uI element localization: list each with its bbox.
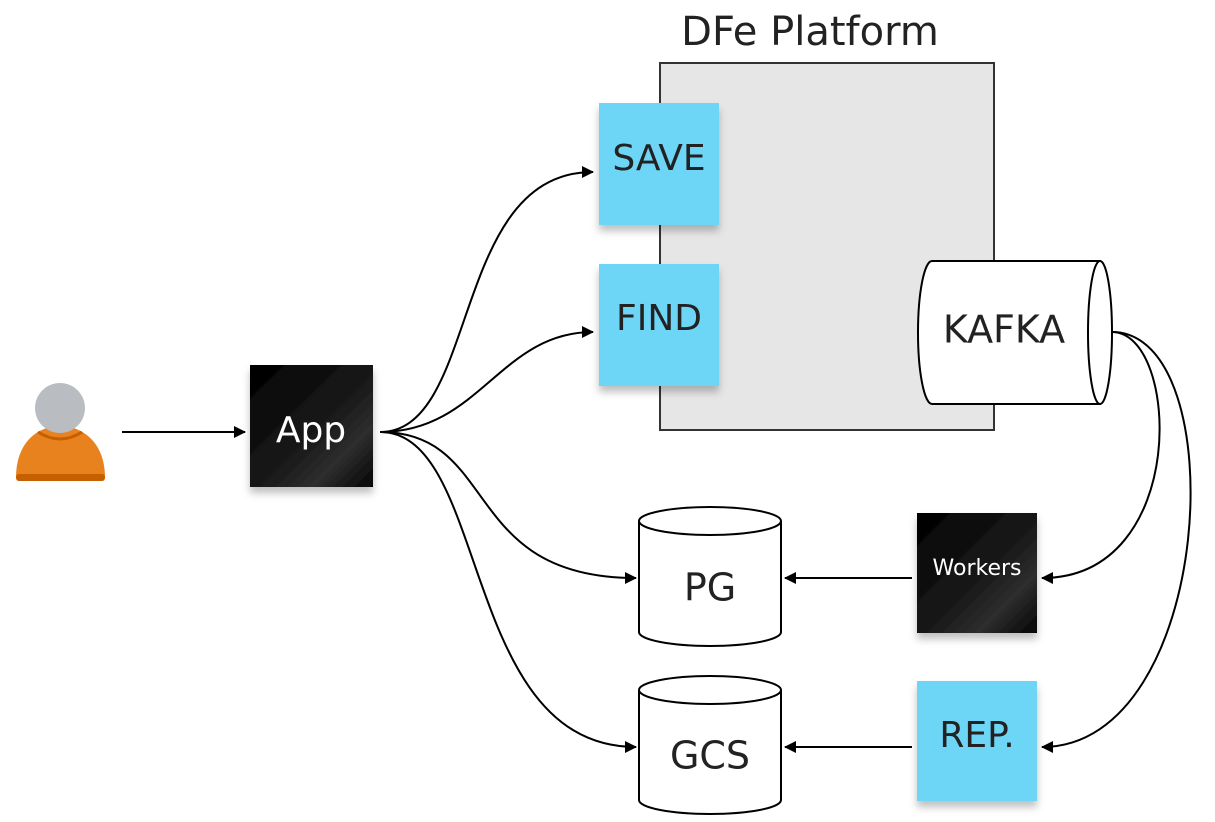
rep-label: REP. <box>939 715 1014 756</box>
workers-sticky <box>917 513 1037 633</box>
gcs-label: GCS <box>670 734 750 778</box>
kafka-cylinder-end <box>1087 260 1113 405</box>
pg-node: PG <box>638 506 782 647</box>
workers-node: Workers <box>917 513 1037 633</box>
find-sticky <box>599 264 719 386</box>
rep-sticky <box>917 681 1037 801</box>
gcs-node: GCS <box>638 675 782 815</box>
user-icon <box>16 383 105 481</box>
workers-label: Workers <box>933 556 1022 581</box>
kafka-cylinder-body <box>917 260 1101 405</box>
arrow-app-to-pg <box>379 431 637 584</box>
arrow-kafka-to-rep <box>1041 331 1192 753</box>
app-node: App <box>250 365 373 487</box>
app-sticky <box>250 365 373 487</box>
gcs-cylinder-body <box>638 690 782 815</box>
gcs-cylinder-top <box>638 675 782 705</box>
find-node: FIND <box>599 264 719 386</box>
app-label: App <box>276 410 346 451</box>
kafka-label: KAFKA <box>943 308 1065 352</box>
find-label: FIND <box>616 298 702 339</box>
platform-title: DFe Platform <box>681 9 939 55</box>
arrow-kafka-to-workers <box>1041 331 1161 584</box>
save-node: SAVE <box>599 103 719 225</box>
pg-cylinder-top <box>638 506 782 536</box>
rep-node: REP. <box>917 681 1037 801</box>
arrow-app-to-find <box>379 326 594 433</box>
arrow-app-to-gcs <box>379 431 637 753</box>
kafka-node: KAFKA <box>917 260 1113 405</box>
connectors <box>122 166 1192 753</box>
pg-cylinder-body <box>638 521 782 647</box>
pg-label: PG <box>684 566 736 610</box>
save-sticky <box>599 103 719 225</box>
save-label: SAVE <box>612 138 705 179</box>
arrow-app-to-save <box>379 166 594 433</box>
